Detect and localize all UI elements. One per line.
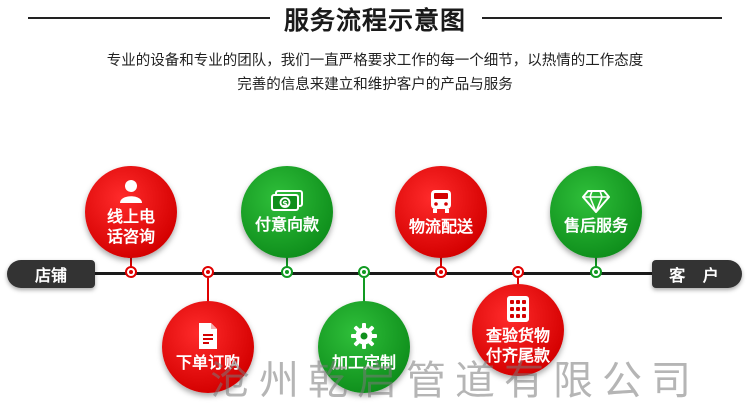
step-logistics: 物流配送 (395, 166, 487, 258)
step-inspect-payment: 查验货物 付齐尾款 (472, 284, 564, 376)
diamond-icon (582, 189, 610, 216)
user-icon (118, 178, 144, 207)
step-label: 加工定制 (331, 352, 396, 372)
step-label: 付意向款 (254, 214, 319, 234)
timeline-node-1 (125, 266, 137, 278)
timeline-node-4 (358, 266, 370, 278)
company-watermark: 沧州乾启管道有限公司 (210, 358, 700, 404)
title-left-rule (28, 17, 270, 19)
timeline-line (90, 272, 670, 275)
stem-step-6 (517, 278, 519, 286)
step-deposit: $ 付意向款 (241, 166, 333, 258)
timeline-node-2 (202, 266, 214, 278)
start-label-shop: 店铺 (7, 260, 95, 288)
timeline-node-3 (281, 266, 293, 278)
timeline-node-6 (512, 266, 524, 278)
document-icon (196, 322, 220, 353)
step-label: 线上电 话咨询 (106, 206, 155, 246)
svg-text:$: $ (282, 199, 288, 208)
money-icon: $ (271, 189, 303, 215)
step-label: 物流配送 (408, 216, 473, 236)
stem-step-5 (440, 256, 442, 270)
title-right-rule (482, 17, 722, 19)
step-label: 下单订购 (175, 352, 240, 372)
calculator-icon (505, 295, 531, 326)
timeline-node-5 (435, 266, 447, 278)
step-place-order: 下单订购 (162, 301, 254, 393)
step-custom-processing: 加工定制 (318, 301, 410, 393)
stem-step-1 (130, 256, 132, 270)
stem-step-2 (207, 278, 209, 304)
step-label: 售后服务 (563, 215, 628, 235)
page-title: 服务流程示意图 (283, 6, 466, 35)
bus-icon (428, 188, 454, 217)
stem-step-4 (363, 278, 365, 304)
description-line-2: 完善的信息来建立和维护客户的产品与服务 (237, 77, 513, 93)
stem-step-3 (286, 256, 288, 270)
step-after-sales: 售后服务 (550, 166, 642, 258)
end-label-customer: 客 户 (652, 260, 742, 288)
step-label: 查验货物 付齐尾款 (485, 325, 550, 365)
gear-icon (350, 322, 378, 353)
step-phone-consult: 线上电 话咨询 (85, 166, 177, 258)
description-line-1: 专业的设备和专业的团队，我们一直严格要求工作的每一个细节，以热情的工作态度 (106, 53, 644, 69)
timeline-node-7 (590, 266, 602, 278)
stem-step-7 (595, 256, 597, 270)
